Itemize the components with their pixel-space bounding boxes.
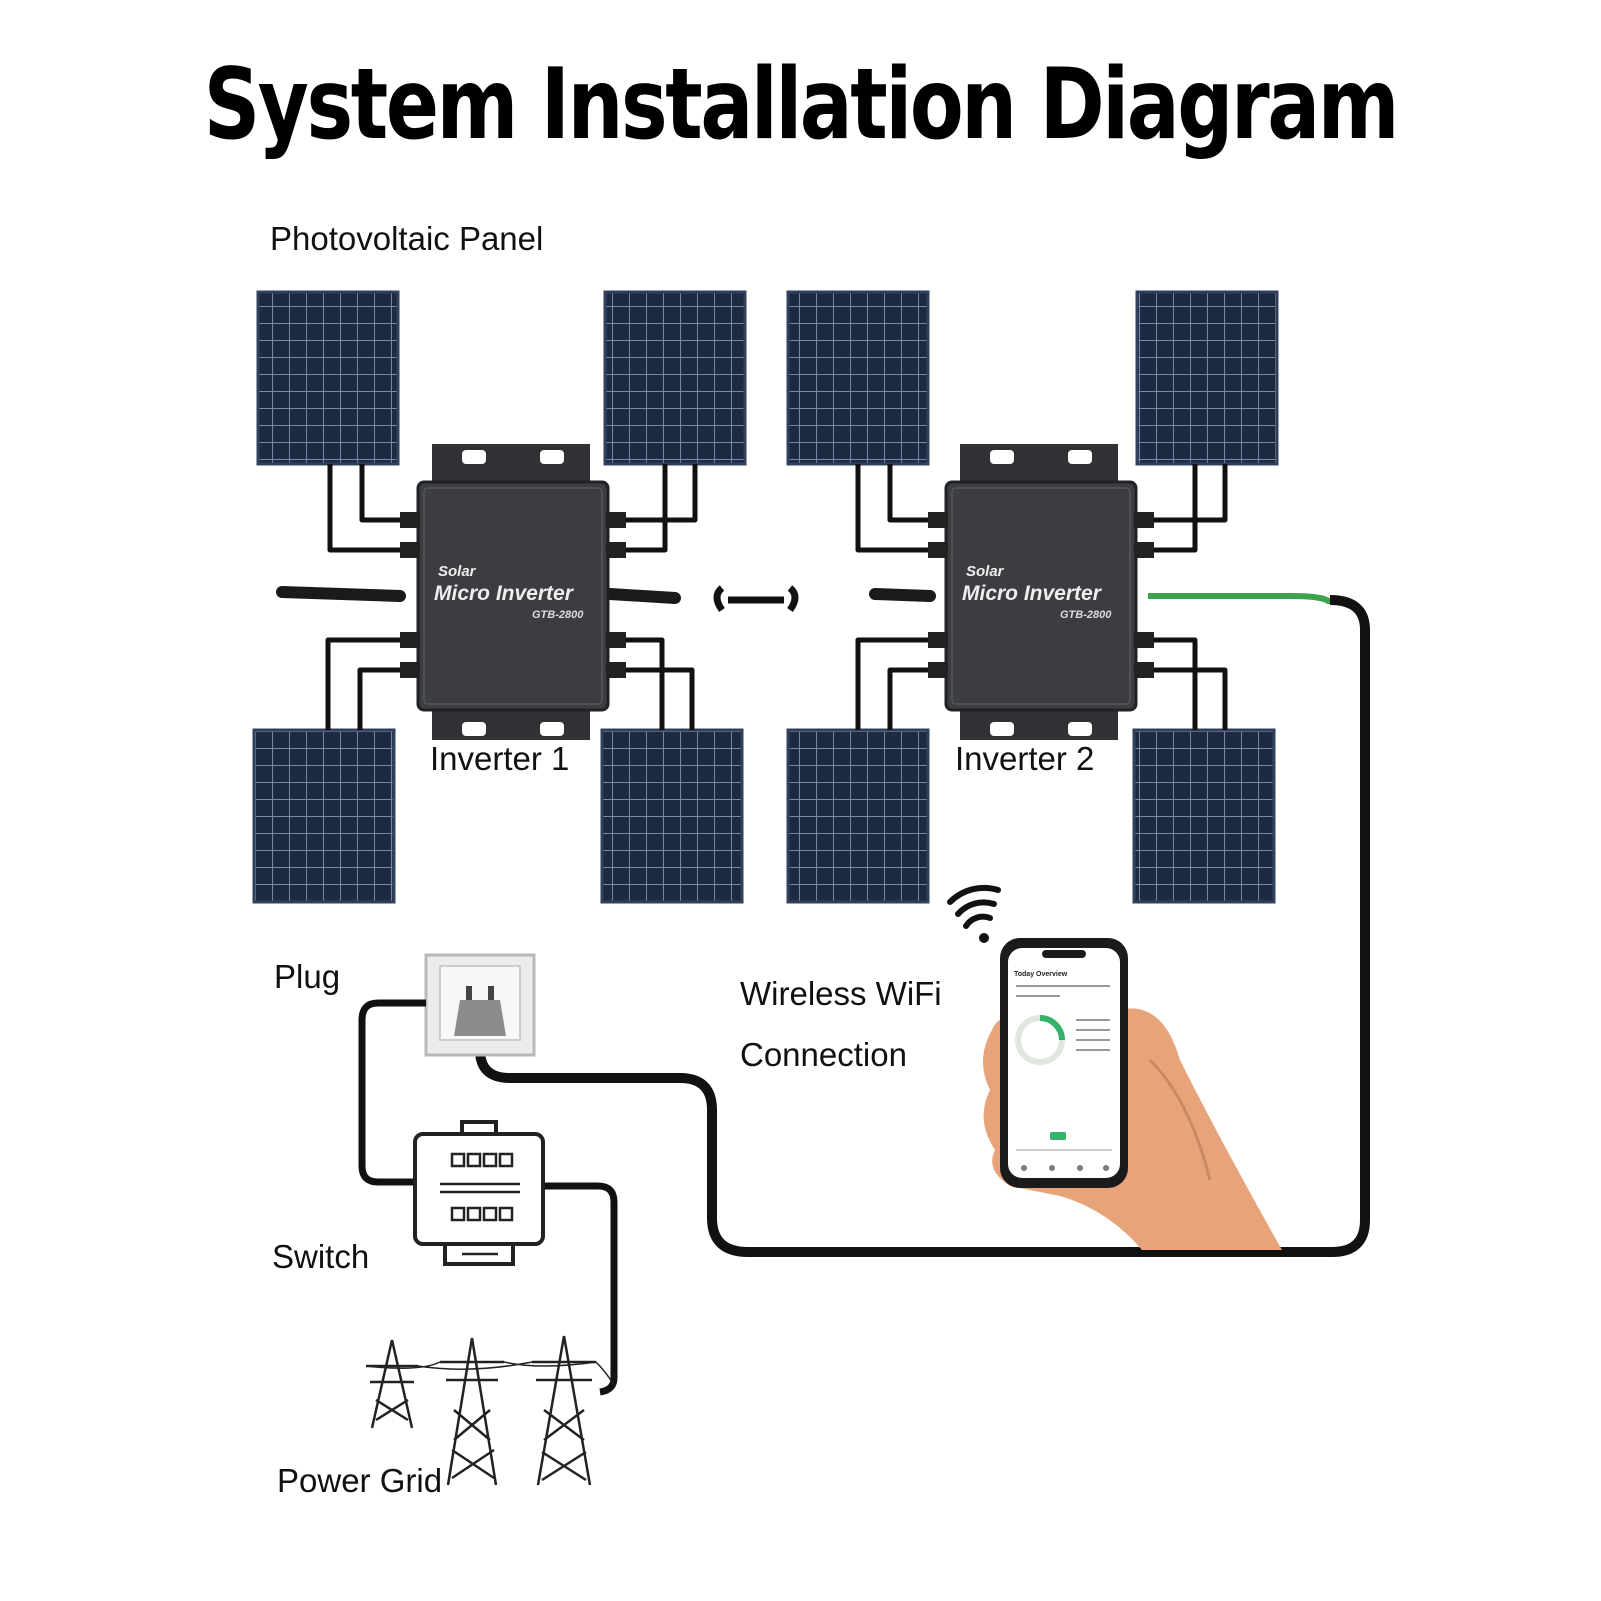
output-cable-ground [1148,593,1333,605]
label-plug: Plug [274,958,341,995]
dc-wiring [325,464,1228,730]
inverter-name: Micro Inverter [434,582,575,605]
label-photovoltaic-panel: Photovoltaic Panel [270,220,544,257]
app-header: Today Overview [1014,971,1068,978]
switch-meter [413,1120,545,1266]
label-wifi-line1: Wireless WiFi [740,975,942,1012]
pv-panel [786,728,930,904]
micro-inverter-2: Solar Micro Inverter GTB-2800 [928,444,1154,740]
label-inverter-1: Inverter 1 [430,740,570,777]
inverter-name: Micro Inverter [962,582,1103,605]
label-wifi-line2: Connection [740,1036,907,1073]
inverter-brand: Solar [438,563,477,580]
switch-to-grid-cable [540,1182,618,1396]
label-switch: Switch [272,1238,370,1275]
ac-trunk-cable [276,586,936,604]
label-inverter-2: Inverter 2 [955,740,1095,777]
pv-panel [1132,728,1276,904]
pv-panel [252,728,396,904]
pv-panel [786,290,930,466]
trunk-connector [713,585,799,613]
inverter-model: GTB-2800 [1060,609,1112,621]
inverter-model: GTB-2800 [532,609,584,621]
plug-to-switch-cable [358,999,426,1186]
inverter-brand: Solar [966,563,1005,580]
hand-holding-phone: Today Overview [982,938,1282,1250]
solar-panels [252,290,1279,904]
label-power-grid: Power Grid [277,1462,443,1499]
power-grid-towers [365,1335,615,1486]
micro-inverter-1: Solar Micro Inverter GTB-2800 [400,444,626,740]
pv-panel [256,290,400,466]
pv-panel [1135,290,1279,466]
output-cable [475,595,1370,1257]
pv-panel [603,290,747,466]
wifi-icon [947,884,1001,943]
pv-panel [600,728,744,904]
wall-socket [424,953,536,1057]
page-title: System Installation Diagram [203,48,1400,162]
